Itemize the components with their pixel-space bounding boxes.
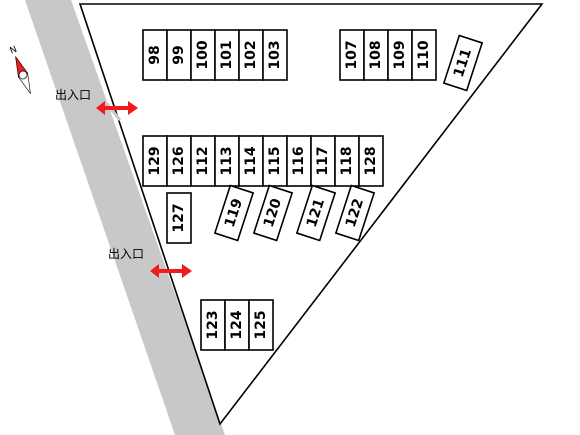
parking-space-box — [411, 29, 437, 81]
parking-space-111: 111 — [442, 34, 484, 92]
parking-space-number: 125 — [253, 310, 269, 339]
parking-space-box — [142, 135, 168, 187]
parking-space-123: 123 — [200, 299, 226, 351]
parking-space-118: 118 — [334, 135, 360, 187]
parking-space-102: 102 — [238, 29, 264, 81]
parking-space-103: 103 — [262, 29, 288, 81]
parking-space-box — [190, 135, 216, 187]
parking-space-115: 115 — [262, 135, 288, 187]
entrance-arrow-icon — [96, 101, 138, 115]
parking-space-number: 126 — [171, 146, 187, 175]
parking-space-122: 122 — [334, 184, 376, 242]
parking-space-number: 98 — [147, 45, 163, 64]
parking-space-box — [442, 34, 484, 92]
parking-space-126: 126 — [166, 135, 192, 187]
road — [25, 0, 225, 435]
parking-space-box — [286, 135, 312, 187]
parking-space-box — [248, 299, 274, 351]
parking-space-127: 127 — [166, 192, 192, 244]
parking-space-number: 108 — [368, 40, 384, 69]
parking-space-128: 128 — [358, 135, 384, 187]
parking-space-box — [252, 184, 294, 242]
parking-space-number: 123 — [205, 310, 221, 339]
parking-space-box — [358, 135, 384, 187]
parking-space-number: 101 — [219, 40, 235, 69]
entrance-lower: 出入口 — [108, 247, 192, 278]
parking-space-98: 98 — [142, 29, 168, 81]
entrance-label: 出入口 — [55, 88, 91, 102]
parking-space-number: 109 — [392, 40, 408, 69]
parking-space-number: 116 — [291, 146, 307, 175]
entrance-label: 出入口 — [108, 247, 144, 261]
parking-space-number: 124 — [229, 310, 245, 339]
parking-space-box — [190, 29, 216, 81]
parking-space-number: 128 — [363, 146, 379, 175]
compass-icon: N — [9, 45, 31, 94]
parking-space-number: 114 — [243, 146, 259, 175]
parking-space-101: 101 — [214, 29, 240, 81]
parking-space-112: 112 — [190, 135, 216, 187]
parking-space-110: 110 — [411, 29, 437, 81]
parking-space-108: 108 — [363, 29, 389, 81]
parking-space-129: 129 — [142, 135, 168, 187]
parking-space-box — [262, 29, 288, 81]
parking-space-box — [166, 135, 192, 187]
parking-space-107: 107 — [339, 29, 365, 81]
parking-space-number: 103 — [267, 40, 283, 69]
parking-space-box — [166, 192, 192, 244]
parking-spaces: 98 99 100 101 102 103 107 108 109 110 111 129 126 112… — [142, 29, 484, 351]
parking-space-box — [387, 29, 413, 81]
parking-space-100: 100 — [190, 29, 216, 81]
parking-space-box — [363, 29, 389, 81]
parking-space-number: 117 — [315, 146, 331, 175]
parking-space-number: 129 — [147, 146, 163, 175]
parking-space-box — [334, 135, 360, 187]
parking-space-number: 127 — [171, 203, 187, 232]
parking-space-box — [310, 135, 336, 187]
parking-space-124: 124 — [224, 299, 250, 351]
parking-space-box — [295, 184, 337, 242]
entrance-upper: 出入口 — [55, 88, 138, 115]
parking-space-113: 113 — [214, 135, 240, 187]
parking-space-number: 112 — [195, 146, 211, 175]
parking-space-109: 109 — [387, 29, 413, 81]
parking-space-121: 121 — [295, 184, 337, 242]
parking-space-114: 114 — [238, 135, 264, 187]
entrance-gap — [157, 259, 178, 301]
parking-space-box — [142, 29, 168, 81]
parking-space-box — [238, 29, 264, 81]
parking-space-number: 110 — [416, 40, 432, 69]
parking-space-box — [214, 29, 240, 81]
parking-space-number: 100 — [195, 40, 211, 69]
parking-space-99: 99 — [166, 29, 192, 81]
parking-space-number: 118 — [339, 146, 355, 175]
parking-space-119: 119 — [213, 184, 255, 242]
parking-space-box — [213, 184, 255, 242]
parking-space-number: 102 — [243, 40, 259, 69]
parking-space-116: 116 — [286, 135, 312, 187]
parking-space-117: 117 — [310, 135, 336, 187]
entrance-arrow-icon — [150, 264, 192, 278]
parking-space-box — [334, 184, 376, 242]
parking-space-number: 115 — [267, 146, 283, 175]
parking-space-number: 113 — [219, 146, 235, 175]
parking-space-120: 120 — [252, 184, 294, 242]
parking-space-125: 125 — [248, 299, 274, 351]
parking-space-number: 99 — [171, 45, 187, 64]
compass-north-label: N — [9, 45, 19, 57]
parking-space-box — [224, 299, 250, 351]
parking-space-number: 107 — [344, 40, 360, 69]
